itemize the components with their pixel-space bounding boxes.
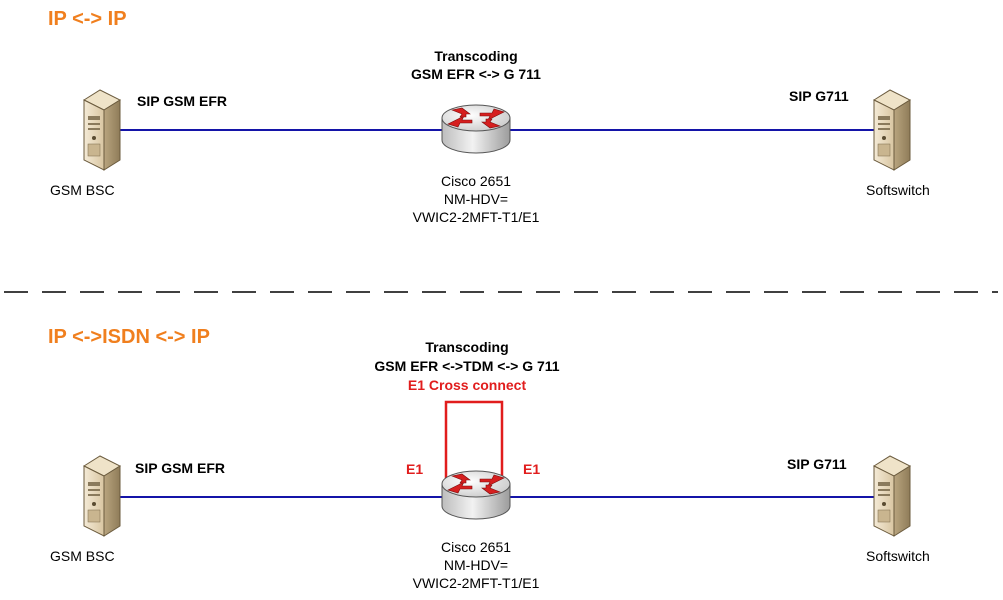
transcoding-title: Transcoding: [425, 339, 509, 355]
node-label-softswitch: Softswitch: [866, 182, 930, 198]
router-model: Cisco 2651: [440, 173, 512, 189]
server-icon: [873, 89, 911, 171]
node-label-softswitch: Softswitch: [866, 548, 930, 564]
section-title-ip-ip: IP <-> IP: [48, 8, 127, 30]
server-icon: [83, 89, 121, 171]
transcoding-title: Transcoding: [434, 48, 518, 64]
link-label-sip-g711: SIP G711: [787, 456, 847, 472]
router-model: Cisco 2651: [440, 539, 512, 555]
link-label-sip-gsm-efr: SIP GSM EFR: [137, 93, 227, 109]
link-label-sip-g711: SIP G711: [789, 88, 849, 104]
server-icon: [83, 455, 121, 537]
router-module: NM-HDV=: [443, 557, 509, 573]
router-icon: [441, 470, 511, 520]
link-label-sip-gsm-efr: SIP GSM EFR: [135, 460, 225, 476]
node-label-gsm-bsc: GSM BSC: [50, 548, 115, 564]
e1-label-right: E1: [523, 461, 541, 477]
e1-label-left: E1: [406, 461, 424, 477]
section-title-ip-isdn-ip: IP <->ISDN <-> IP: [48, 326, 210, 348]
node-label-gsm-bsc: GSM BSC: [50, 182, 115, 198]
router-module: NM-HDV=: [443, 191, 509, 207]
transcoding-detail: GSM EFR <-> G 711: [411, 66, 541, 82]
e1-cross-connect-loop: [444, 400, 504, 488]
router-interface-card: VWIC2-2MFT-T1/E1: [412, 575, 540, 591]
cross-connect-label: E1 Cross connect: [407, 377, 527, 393]
server-icon: [873, 455, 911, 537]
router-icon: [441, 104, 511, 154]
router-interface-card: VWIC2-2MFT-T1/E1: [412, 209, 540, 225]
transcoding-detail: GSM EFR <->TDM <-> G 711: [374, 358, 560, 374]
